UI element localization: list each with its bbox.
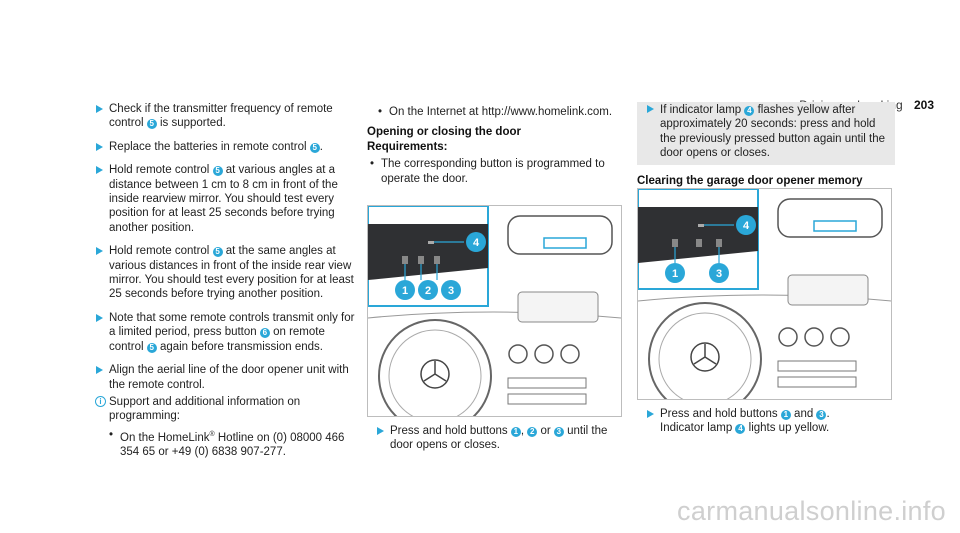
- figure-clear-memory: 4 1 3: [637, 188, 892, 400]
- callout-number: 1: [510, 427, 521, 437]
- watermark-text: carmanualsonline.info: [677, 496, 946, 526]
- callout-number: 5: [309, 142, 320, 153]
- column-middle: On the Internet at http://www.homelink.c…: [367, 102, 623, 189]
- step-limited-period: Note that some remote controls transmit …: [86, 311, 361, 354]
- step-align-aerial: Align the aerial line of the door opener…: [86, 363, 361, 392]
- info-note: i Support and additional information on …: [86, 395, 361, 424]
- callout-number: 4: [744, 106, 755, 116]
- requirement-bullet: The corresponding button is programmed t…: [370, 157, 623, 186]
- info-icon: i: [95, 395, 106, 407]
- step-arrow-icon: [647, 105, 654, 113]
- page-number: 203: [913, 98, 934, 112]
- callout-number: 3: [553, 427, 564, 437]
- step-arrow-icon: [96, 313, 103, 322]
- column-right-lower: Press and hold buttons 1 and 3. Indicato…: [637, 407, 895, 445]
- svg-text:1: 1: [672, 268, 678, 280]
- callout-3: 3: [709, 263, 729, 283]
- figure-open-close-door: 4 1 2 3: [367, 205, 622, 417]
- callout-number: 5: [212, 247, 223, 258]
- callout-4: 4: [466, 232, 486, 252]
- section-heading-open-close: Opening or closing the door: [367, 126, 521, 139]
- step-replace-batteries: Replace the batteries in remote control …: [86, 140, 361, 154]
- internet-bullet: On the Internet at http://www.homelink.c…: [378, 105, 623, 120]
- step-arrow-icon: [96, 105, 103, 113]
- step-hold-angles: Hold remote control 5 at various angles …: [86, 163, 361, 235]
- section-heading-clear-memory: Clearing the garage door opener memory: [637, 174, 863, 187]
- svg-text:4: 4: [473, 237, 480, 249]
- callout-number: 5: [146, 342, 157, 353]
- step-press-hold-clear: Press and hold buttons 1 and 3. Indicato…: [637, 407, 895, 436]
- dashboard-illustration: 4 1 3: [638, 189, 891, 399]
- callout-number: 5: [146, 119, 157, 130]
- step-arrow-icon: [96, 247, 103, 256]
- svg-text:3: 3: [716, 268, 722, 280]
- step-arrow-icon: [96, 166, 103, 175]
- svg-text:3: 3: [448, 285, 454, 297]
- svg-text:4: 4: [743, 220, 750, 232]
- column-left: Check if the transmitter frequency of re…: [86, 102, 361, 462]
- step-check-frequency: Check if the transmitter frequency of re…: [86, 102, 361, 131]
- column-middle-lower: Press and hold buttons 1, 2 or 3 until t…: [367, 424, 623, 462]
- callout-number: 2: [527, 427, 538, 437]
- callout-number: 5: [212, 166, 223, 177]
- column-right: If indicator lamp 4 flashes yellow after…: [637, 102, 895, 188]
- callout-number: 6: [259, 328, 270, 339]
- step-arrow-icon: [647, 410, 654, 418]
- callout-1: 1: [665, 263, 685, 283]
- callout-1: 1: [395, 280, 415, 300]
- dashboard-illustration: 4 1 2 3: [368, 206, 621, 416]
- callout-number: 4: [735, 424, 746, 435]
- step-arrow-icon: [96, 366, 103, 375]
- callout-4: 4: [736, 215, 756, 235]
- step-arrow-icon: [96, 142, 103, 151]
- requirements-label: Requirements:: [367, 140, 448, 153]
- callout-number: 1: [780, 410, 791, 420]
- step-press-hold: Press and hold buttons 1, 2 or 3 until t…: [367, 424, 623, 453]
- callout-number: 3: [816, 410, 827, 420]
- step-indicator-flashes: If indicator lamp 4 flashes yellow after…: [637, 102, 895, 165]
- svg-text:1: 1: [402, 285, 408, 297]
- callout-3: 3: [441, 280, 461, 300]
- svg-text:2: 2: [425, 285, 431, 297]
- step-arrow-icon: [377, 427, 384, 435]
- hotline-bullet: On the HomeLink® Hotline on (0) 08000 46…: [109, 428, 361, 460]
- step-hold-distances: Hold remote control 5 at the same angles…: [86, 244, 361, 302]
- callout-2: 2: [418, 280, 438, 300]
